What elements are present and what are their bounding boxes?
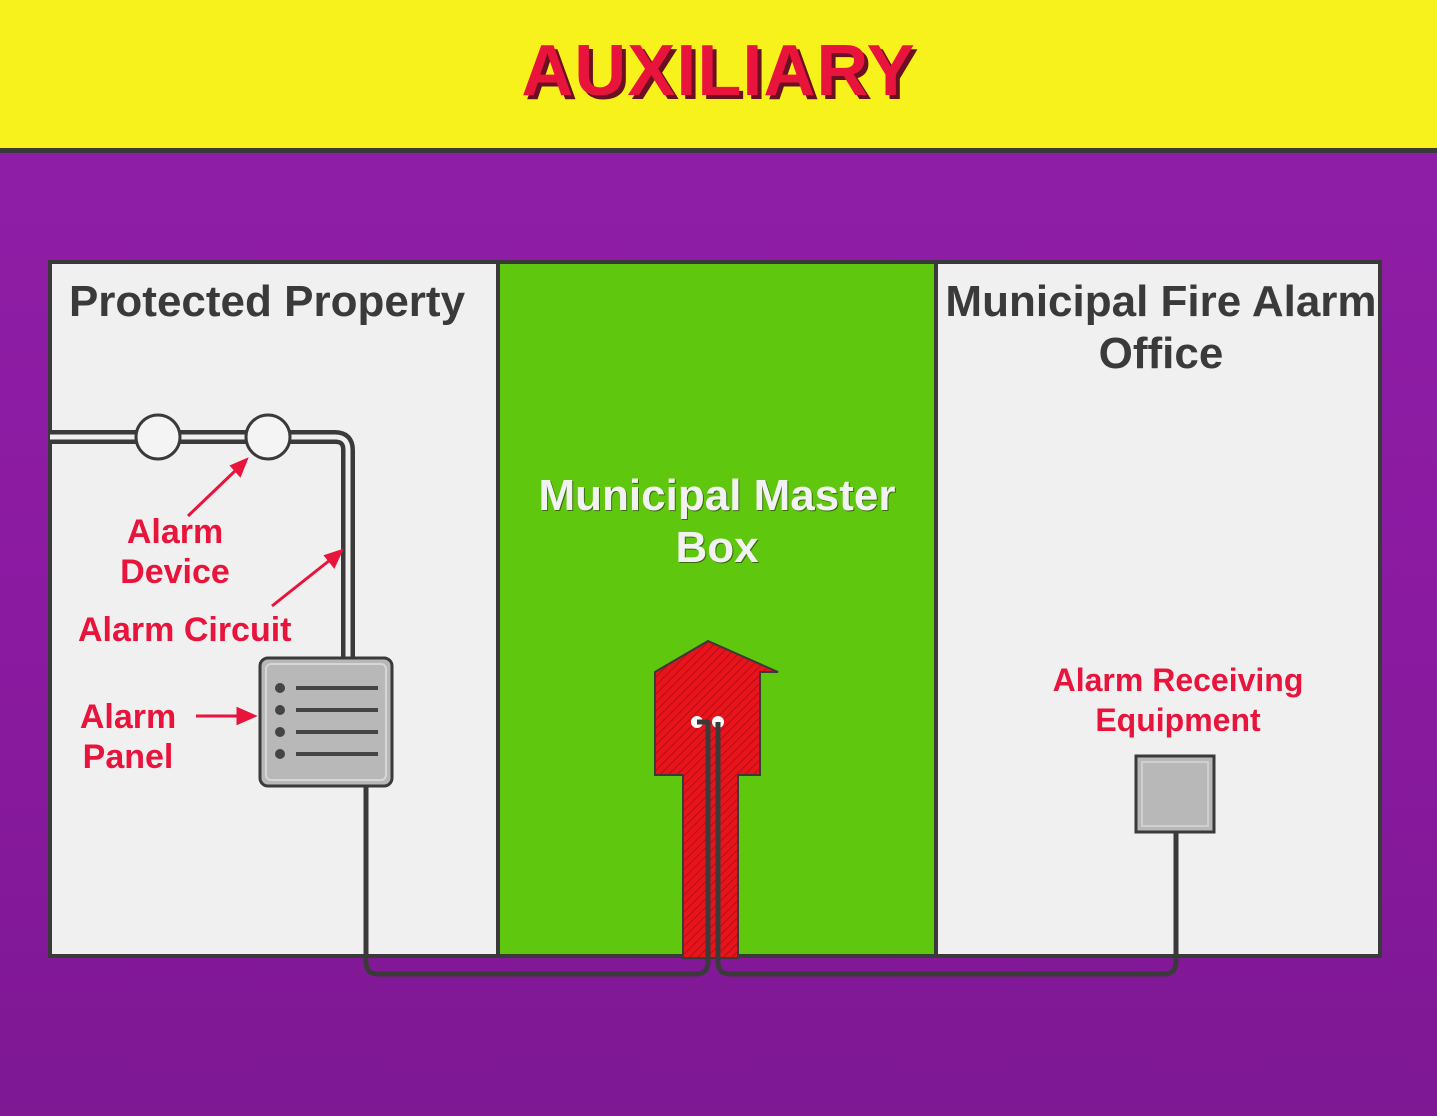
alarm-device-label: Alarm Device bbox=[120, 513, 230, 591]
diagram-title: AUXILIARY bbox=[521, 31, 916, 111]
alarm-circuit-wire bbox=[50, 430, 355, 660]
alarm-circuit-label: Alarm Circuit bbox=[78, 611, 292, 649]
alarm-panel-icon bbox=[258, 656, 394, 788]
municipal-master-box-heading: Municipal Master Box bbox=[538, 471, 896, 572]
alarm-device-2 bbox=[244, 413, 292, 461]
fire-alarm-office-heading: Municipal Fire Alarm Office bbox=[945, 277, 1377, 378]
alarm-device-1 bbox=[134, 413, 182, 461]
alarm-receiving-equipment-label: Alarm Receiving Equipment bbox=[1052, 662, 1304, 738]
protected-property-zone bbox=[48, 260, 500, 958]
alarm-panel-label: Alarm Panel bbox=[79, 698, 177, 776]
pointer-arrows bbox=[186, 457, 344, 726]
title-banner: AUXILIARY bbox=[0, 0, 1437, 153]
connection-wire bbox=[363, 719, 1179, 977]
alarm-receiving-equipment-icon bbox=[1134, 754, 1216, 834]
protected-property-heading: Protected Property bbox=[68, 277, 466, 326]
fire-alarm-office-zone bbox=[934, 260, 1382, 958]
